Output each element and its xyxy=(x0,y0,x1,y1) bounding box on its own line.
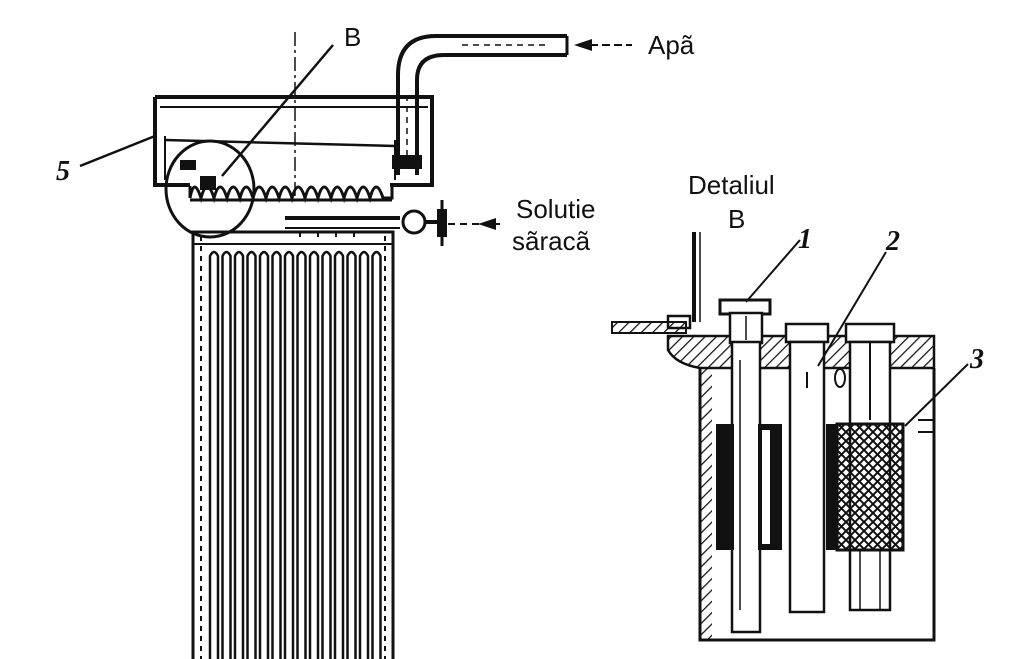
detail-b-circle xyxy=(164,139,256,239)
solution-arrow xyxy=(478,218,496,230)
bundle-tube xyxy=(321,250,332,659)
detail-tube-2 xyxy=(784,322,838,614)
bundle-tube xyxy=(296,250,307,659)
bundle-tube xyxy=(258,250,270,659)
bundle-tube xyxy=(358,250,370,659)
tube-bundle xyxy=(191,230,395,659)
label-1: 1 xyxy=(798,224,812,255)
main-apparatus xyxy=(79,32,632,659)
bundle-tube xyxy=(308,250,320,659)
label-5: 5 xyxy=(56,156,70,187)
bundle-tube xyxy=(371,250,382,659)
label-water: Apã xyxy=(648,30,695,60)
label-b: B xyxy=(344,22,361,52)
bundle-tube xyxy=(208,250,220,659)
leader-2 xyxy=(817,251,887,367)
leader-5 xyxy=(79,134,156,168)
bundle-tube xyxy=(346,250,357,659)
label-2: 2 xyxy=(885,226,900,257)
detail-tube-3 xyxy=(835,322,905,612)
label-detail-line2: B xyxy=(728,204,745,234)
label-detail-line1: Detaliul xyxy=(688,170,775,200)
leader-b xyxy=(221,44,334,177)
leader-1 xyxy=(745,239,801,303)
solution-distributor xyxy=(285,200,500,246)
water-trough xyxy=(153,95,434,187)
label-solution-line2: sãracã xyxy=(512,226,591,256)
water-arrow xyxy=(574,39,632,51)
label-3: 3 xyxy=(969,344,984,375)
bundle-tube xyxy=(333,250,345,659)
label-solution-line1: Solutie xyxy=(516,194,596,224)
bundle-tube xyxy=(233,250,245,659)
water-inlet-pipe xyxy=(392,34,569,175)
tube-crowns xyxy=(188,185,394,204)
bundle-tube xyxy=(283,250,295,659)
detail-b-view xyxy=(611,232,969,642)
leader-3 xyxy=(904,363,969,427)
bundle-tube xyxy=(246,250,257,659)
detail-tube-1 xyxy=(716,298,782,634)
bundle-tube xyxy=(221,250,232,659)
bundle-tube xyxy=(271,250,282,659)
